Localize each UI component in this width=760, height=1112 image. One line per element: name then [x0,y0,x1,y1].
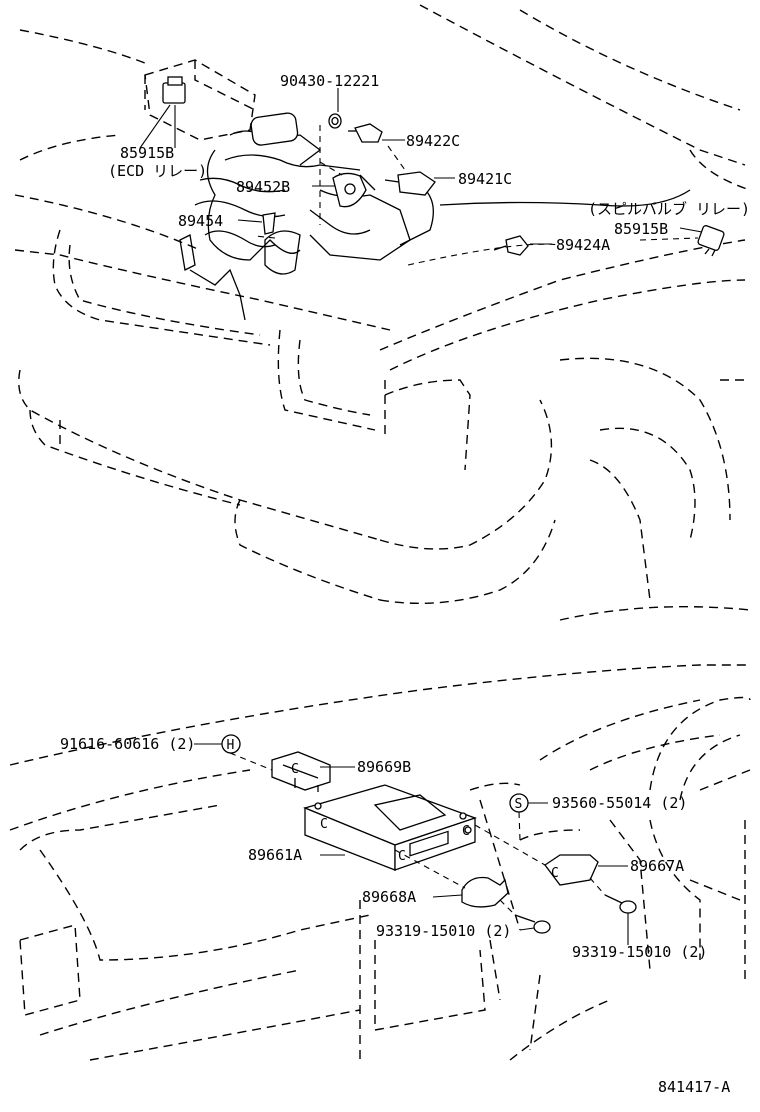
label-89669b: 89669B [357,758,411,776]
spill-valve-relay [697,225,725,257]
sensor-parts [262,113,529,256]
bracket-89669b: C [271,751,331,792]
bolts [514,894,637,934]
diagram-code: 841417-A [658,1078,730,1096]
ecu-mark-2: C [398,849,406,864]
label-85915b-spill: 85915B [614,220,668,238]
ecu-mark-3: C [462,824,470,839]
label-85915b-ecd: 85915B [120,144,174,162]
label-89452b: 89452B [236,178,290,196]
label-89667a: 89667A [630,857,684,875]
s-marker: S [509,793,529,813]
bracket-89667a: C [544,854,599,886]
label-89422c: 89422C [406,132,460,150]
label-93319-15010-a: 93319-15010 (2) [376,922,511,940]
label-90430-12221: 90430-12221 [280,72,379,90]
label-93319-15010-b: 93319-15010 (2) [572,943,707,961]
s-marker-text: S [515,797,523,812]
label-89424a: 89424A [556,236,610,254]
label-ecd-relay-note: (ECD リレー) [108,162,207,180]
ecu-89661a: C C C [303,784,477,871]
relay-box-ecd [144,59,256,141]
label-spill-relay-note: (スピルバルブ リレー) [588,200,750,218]
ecu-mark-1: C [320,817,328,832]
vehicle-front-outline [14,4,751,621]
h-marker: H [221,734,241,754]
dashboard-outline [9,664,751,1061]
bracket-mark: C [291,762,299,777]
label-89668a: 89668A [362,888,416,906]
bracket-67a-mark: C [551,866,559,881]
label-91616-60616: 91616-60616 (2) [60,735,195,753]
label-93560-55014: 93560-55014 (2) [552,794,687,812]
label-89421c: 89421C [458,170,512,188]
bracket-89668a [461,876,509,908]
label-89661a: 89661A [248,846,302,864]
h-marker-text: H [227,738,235,753]
label-89454: 89454 [178,212,223,230]
